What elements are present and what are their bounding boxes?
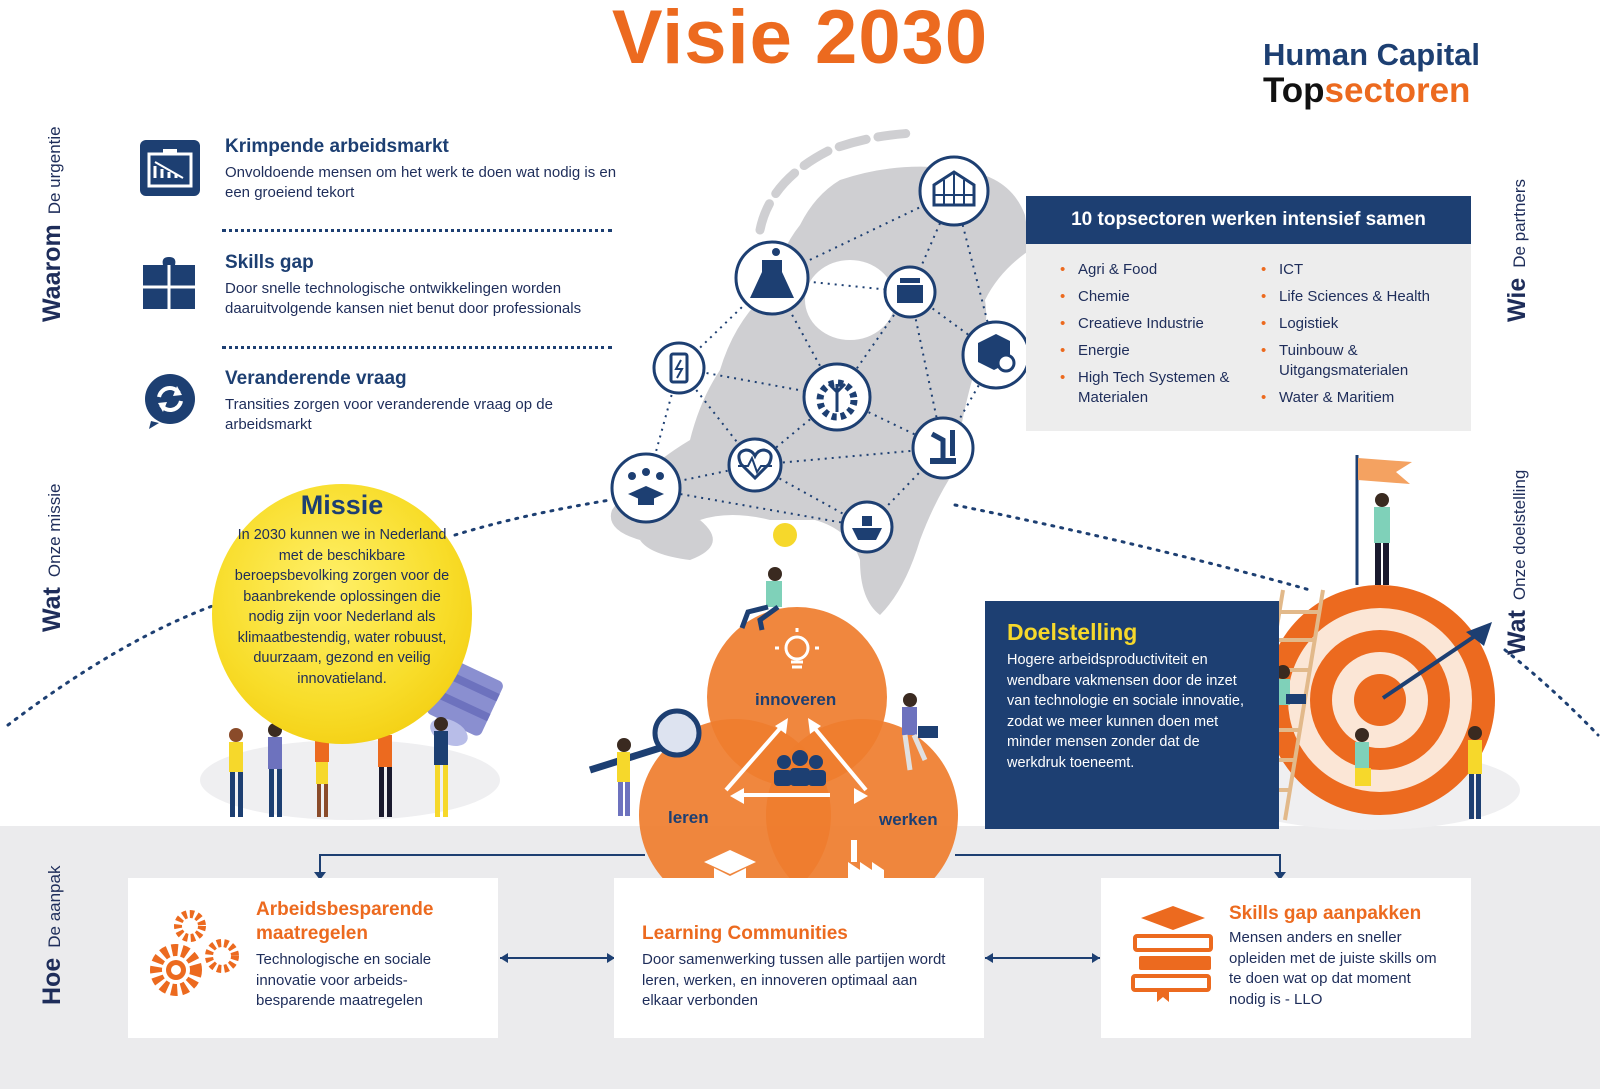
chemistry-icon (734, 240, 810, 316)
urgency-item: Skills gap Door snelle technologische on… (140, 252, 620, 332)
side-label-wie: WieDe partners (1503, 178, 1531, 322)
arc-left-upper (453, 498, 612, 537)
logo-line2-orange: sectoren (1324, 71, 1471, 111)
logo-line1: Human Capital (1262, 37, 1480, 72)
venn-label-werken: werken (879, 810, 938, 829)
wadden-islands (755, 128, 920, 235)
hoe-arrowheads (314, 872, 1286, 963)
list-item: Tuinbouw & Uitgangsmaterialen (1259, 341, 1459, 381)
partners-panel: 10 topsectoren werken intensief samen Ag… (1026, 196, 1471, 431)
side-label-waarom: WaaromDe urgentie (38, 126, 66, 322)
list-item: Energie (1058, 341, 1248, 361)
page-title: Visie 2030 (611, 0, 989, 80)
hoe-title: Learning Communities (642, 923, 848, 944)
urgency-text: Onvoldoende mensen om het werk te doen w… (225, 164, 617, 201)
divider (222, 229, 612, 232)
doelstelling-text: Hogere arbeidsproductiviteit en wendbare… (1007, 652, 1244, 771)
logo-line2-dark: Top (1262, 71, 1325, 111)
urgency-text: Transities zorgen voor veranderende vraa… (225, 396, 553, 433)
side-label-wat-right: WatOnze doelstelling (1503, 469, 1531, 655)
hoe-text: Technologische en sociale innovatie voor… (256, 951, 432, 1009)
urgency-title: Skills gap (225, 252, 314, 273)
missie-bulb (212, 484, 472, 744)
target-illustration (1243, 455, 1495, 821)
food-icon (883, 265, 937, 319)
heartbeat-icon (727, 437, 783, 493)
refresh-chat-icon (140, 372, 200, 429)
ship-icon (840, 500, 894, 554)
puzzle-icon (140, 256, 200, 312)
side-label-hoe: HoeDe aanpak (38, 865, 66, 1005)
hoe-card-learning-communities: Learning Communities Door samenwerking t… (614, 878, 984, 1038)
battery-icon (652, 341, 706, 395)
list-item: Logistiek (1259, 314, 1459, 334)
hoe-card-skills-gap: Skills gap aanpakken Mensen anders en sn… (1101, 878, 1471, 1038)
partners-heading: 10 topsectoren werken intensief samen (1026, 196, 1471, 244)
doelstelling-panel: Doelstelling Hogere arbeidsproductivitei… (985, 601, 1279, 829)
list-item: High Tech Systemen & Materialen (1058, 368, 1248, 408)
urgency-item: Krimpende arbeidsmarkt Onvoldoende mense… (140, 136, 620, 216)
doelstelling-title: Doelstelling (1007, 619, 1138, 645)
list-item: Agri & Food (1058, 260, 1248, 280)
side-label-wat-left: WatOnze missie (38, 483, 66, 632)
greenhouse-icon (918, 155, 990, 227)
hoe-text: Door samenwerking tussen alle partijen w… (642, 951, 946, 1009)
urgency-item: Veranderende vraag Transities zorgen voo… (140, 368, 620, 448)
person-with-laptop (902, 693, 938, 771)
divider (222, 346, 612, 349)
team-icon (774, 750, 826, 786)
hoe-title: Skills gap aanpakken (1229, 903, 1422, 924)
gears-icon (150, 910, 239, 996)
magnifier-illustration (588, 708, 702, 816)
books-icon (1131, 906, 1213, 1002)
missie-title: Missie (300, 490, 384, 520)
arc-right-upper (953, 503, 1312, 592)
venn-label-leren: leren (668, 808, 709, 827)
declining-chart-icon (140, 140, 200, 196)
missie-text: In 2030 kunnen we in Nederland met de be… (234, 527, 450, 687)
education-network-icon (610, 452, 682, 524)
list-item: Water & Maritiem (1259, 388, 1459, 408)
logo: Human Capital Topsectoren (1262, 37, 1480, 111)
list-item: ICT (1259, 260, 1459, 280)
venn-label-innoveren: innoveren (755, 690, 837, 709)
urgency-title: Krimpende arbeidsmarkt (225, 136, 449, 157)
hoe-title: Arbeidsbesparende maatregelen (256, 899, 434, 944)
logistics-icon (961, 320, 1031, 390)
partners-list-col2: ICT Life Sciences & Health Logistiek Tui… (1259, 260, 1459, 415)
ijsselmeer (805, 260, 895, 340)
agri-gear-icon (802, 362, 872, 432)
hoe-card-arbeidsbesparend: Arbeidsbesparende maatregelen Technologi… (128, 878, 498, 1038)
person-with-bulb (739, 523, 797, 631)
urgency-title: Veranderende vraag (225, 368, 407, 389)
partners-list-col1: Agri & Food Chemie Creatieve Industrie E… (1058, 260, 1248, 415)
hoe-text: Mensen anders en sneller opleiden met de… (1229, 929, 1437, 1008)
lightbulb-icon (775, 628, 819, 669)
hoe-connectors (319, 854, 1281, 959)
cloud-left (200, 740, 500, 820)
list-item: Life Sciences & Health (1259, 287, 1459, 307)
list-item: Creatieve Industrie (1058, 314, 1248, 334)
robot-arm-icon (911, 416, 975, 480)
urgency-text: Door snelle technologische ontwikkelinge… (225, 280, 582, 317)
arc-right-lower (1503, 648, 1600, 737)
list-item: Chemie (1058, 287, 1248, 307)
